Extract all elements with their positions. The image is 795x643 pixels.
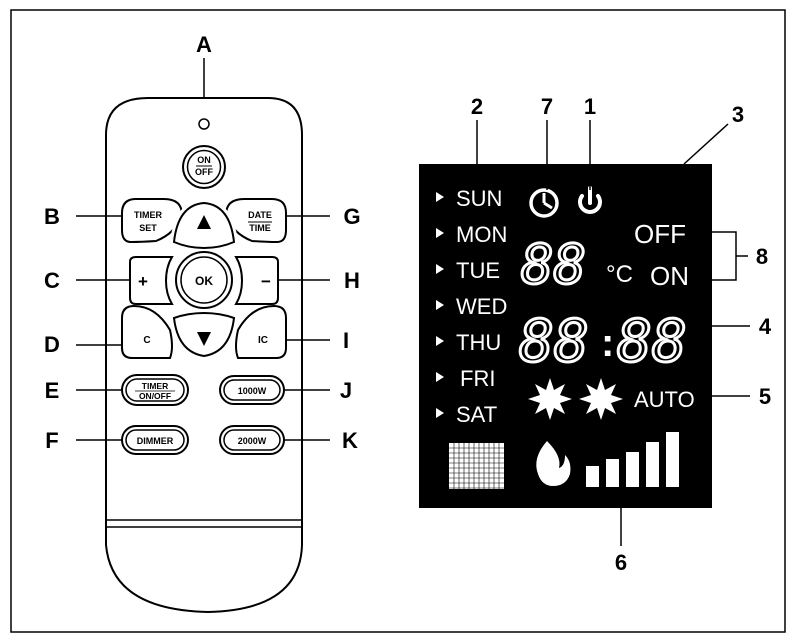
date-time-label-bottom: TIME (249, 223, 271, 233)
ic-button[interactable]: IC (235, 304, 287, 359)
callout-k: K (342, 428, 358, 453)
flame-icon (536, 441, 571, 486)
callout-d: D (44, 332, 60, 357)
day-wed: WED (456, 294, 507, 319)
lcd-callout-numbers: 2 7 1 3 8 4 5 6 (471, 94, 772, 575)
up-triangle-icon (197, 215, 211, 229)
callout-1: 1 (584, 94, 596, 119)
c-label: C (143, 335, 150, 346)
timer-set-label-top: TIMER (134, 210, 162, 220)
callout-g: G (343, 204, 360, 229)
down-arrow-button[interactable] (172, 311, 236, 358)
ic-label: IC (258, 335, 268, 346)
time-colon: : (601, 321, 614, 365)
power-level-bar-4 (646, 442, 659, 487)
c-button[interactable]: C (121, 304, 173, 359)
celsius-unit: °C (606, 261, 633, 288)
date-time-label-top: DATE (248, 210, 272, 220)
on-off-label-bottom: OFF (195, 167, 213, 177)
callout-6: 6 (615, 550, 627, 575)
day-thu: THU (456, 330, 501, 355)
time-hours-digits: 88 (519, 307, 589, 375)
timer-off-indicator: OFF (634, 219, 686, 249)
dimmer-button[interactable]: DIMMER (121, 425, 189, 455)
callout-3: 3 (732, 102, 744, 127)
power-level-bar-5 (666, 432, 679, 487)
callout-5: 5 (759, 384, 771, 409)
ir-led-indicator (198, 118, 210, 130)
timer-set-button[interactable]: TIMER SET (121, 198, 184, 244)
timer-on-off-button[interactable]: TIMER ON/OFF (121, 374, 189, 406)
power-1000w-label: 1000W (238, 386, 267, 396)
power-2000w-button[interactable]: 2000W (219, 425, 285, 455)
power-2000w-label: 2000W (238, 436, 267, 446)
day-mon: MON (456, 222, 507, 247)
timer-on-off-label-bottom: ON/OFF (139, 391, 171, 401)
power-1000w-button[interactable]: 1000W (219, 375, 285, 405)
power-level-bar-3 (626, 452, 639, 487)
callout-8: 8 (756, 244, 768, 269)
temperature-digits: 88 (521, 233, 586, 296)
timer-set-label-bottom: SET (139, 223, 157, 233)
remote-callout-letters: A B C D E F G H I J K (44, 32, 361, 453)
power-level-bar-2 (606, 459, 619, 487)
dimmer-label: DIMMER (137, 436, 174, 446)
callout-j: J (340, 378, 352, 403)
day-sat: SAT (456, 402, 497, 427)
ok-label: OK (195, 274, 213, 288)
remote-callout-lines (76, 58, 330, 441)
lcd-display: SUN MON TUE WED THU FRI SAT 88 °C OFF ON… (419, 164, 712, 508)
down-triangle-icon (197, 332, 211, 346)
callout-4: 4 (759, 314, 772, 339)
on-off-button[interactable]: ON OFF (182, 145, 226, 189)
timer-on-indicator: ON (650, 261, 689, 291)
up-arrow-button[interactable] (172, 201, 236, 250)
auto-indicator: AUTO (634, 387, 695, 412)
plus-label: + (138, 272, 148, 291)
timer-on-off-label-top: TIMER (142, 381, 168, 391)
callout-i: I (343, 328, 349, 353)
minus-label: − (261, 272, 271, 291)
day-fri: FRI (460, 366, 495, 391)
callout-2: 2 (471, 94, 483, 119)
callout-a: A (196, 32, 212, 57)
on-off-label-top: ON (197, 155, 211, 165)
remote-control: ON OFF TIMER SET DATE TIME + (105, 97, 303, 614)
day-sun: SUN (456, 186, 502, 211)
sun-icon-high (579, 378, 623, 420)
callout-e: E (45, 378, 60, 403)
date-time-button[interactable]: DATE TIME (224, 198, 287, 244)
power-level-bar-1 (586, 466, 599, 487)
callout-f: F (45, 428, 58, 453)
clock-icon (529, 188, 559, 218)
sun-icon-low (528, 378, 572, 420)
day-tue: TUE (456, 258, 500, 283)
callout-7: 7 (541, 94, 553, 119)
day-list: SUN MON TUE WED THU FRI SAT (436, 186, 507, 427)
callout-c: C (44, 268, 60, 293)
grid-icon (449, 443, 504, 489)
minus-button[interactable]: − (234, 256, 279, 305)
time-minutes-digits: 88 (617, 307, 687, 375)
lcd-callout-lines (476, 120, 750, 546)
callout-b: B (44, 204, 60, 229)
ok-button[interactable]: OK (175, 251, 233, 309)
plus-button[interactable]: + (129, 256, 174, 305)
power-icon (578, 186, 602, 214)
power-level-bars (586, 432, 679, 487)
callout-h: H (344, 268, 360, 293)
outer-frame (10, 9, 786, 633)
